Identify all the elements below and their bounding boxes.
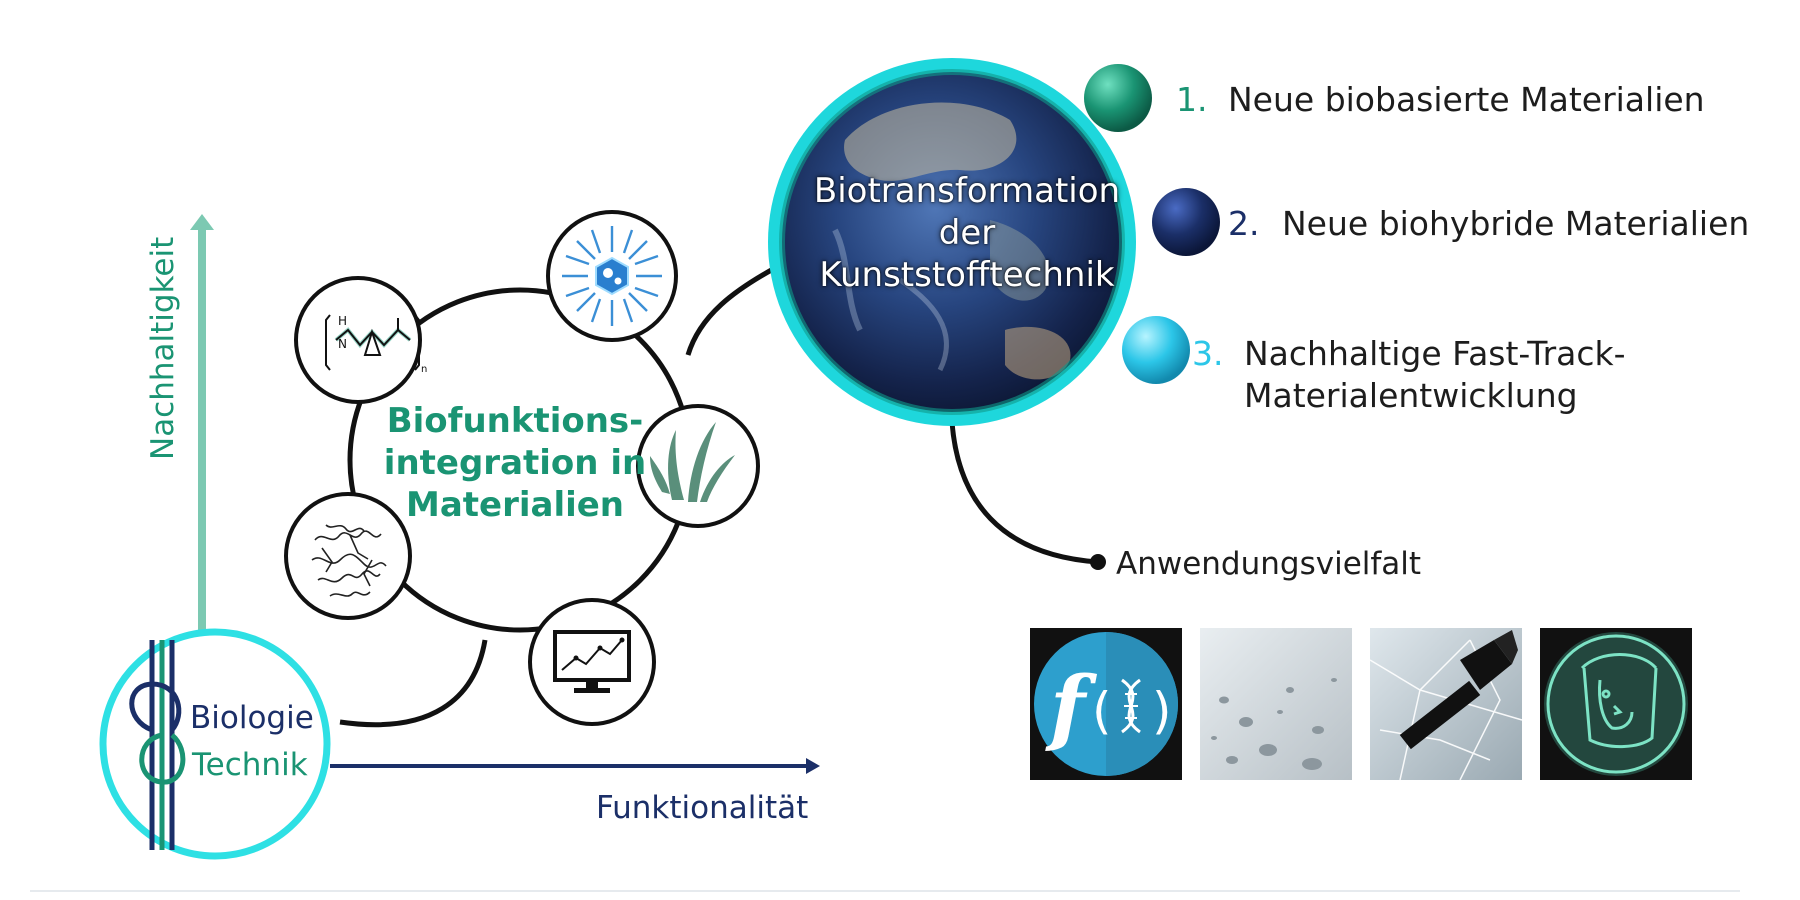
globe: [768, 58, 1136, 426]
svg-text:): ): [1152, 682, 1172, 740]
item-3-text-line-2: Materialentwicklung: [1244, 376, 1578, 415]
enzyme-gear-icon: [562, 226, 662, 326]
application-tile-face-shield: [1540, 628, 1692, 780]
application-label: Anwendungsvielfalt: [1116, 546, 1421, 582]
satellite-monitor: [528, 598, 656, 726]
globe-title-line-1: Biotransformation: [813, 171, 1121, 211]
knot-circle: [99, 628, 331, 860]
connector-globe-to-applications: [949, 421, 1099, 565]
x-axis-arrow: [330, 758, 820, 774]
grass-icon: [650, 422, 735, 502]
svg-text:N: N: [338, 337, 347, 351]
satellite-protein: [284, 492, 412, 620]
center-title-line-3: Materialien: [405, 485, 625, 525]
satellite-polymer: H N n: [294, 276, 427, 404]
satellite-enzyme: [546, 210, 678, 342]
hammer-icon: [1399, 630, 1518, 750]
protein-structure-icon: [311, 524, 387, 597]
application-tile-hammer-glass: [1369, 628, 1523, 781]
knot-label-biologie: Biologie: [190, 700, 314, 736]
y-axis-label: Nachhaltigkeit: [145, 237, 181, 460]
face-shield-icon: [1580, 653, 1658, 749]
satellite-grass: [636, 404, 760, 528]
globe-title: Biotransformation der Kunststofftechnik: [782, 170, 1152, 296]
svg-text:(: (: [1092, 682, 1112, 740]
bottom-divider: [30, 890, 1740, 892]
svg-text:H: H: [338, 314, 347, 328]
application-bullet: [1090, 554, 1106, 570]
globe-title-line-3: Kunststofftechnik: [819, 255, 1115, 295]
y-axis-arrow: [190, 214, 214, 668]
monitor-chart-icon: [553, 630, 631, 693]
application-tile-water-droplets: [1200, 628, 1352, 780]
knot-icon: [129, 640, 186, 850]
connector-circle-to-globe: [685, 265, 777, 356]
item-3-ball: [1122, 316, 1190, 384]
item-3-text-line-1: Nachhaltige Fast-Track-: [1244, 334, 1626, 373]
center-title-line-1: Biofunktions-: [386, 401, 644, 441]
x-axis-label: Funktionalität: [596, 790, 808, 826]
item-1-ball: [1084, 64, 1152, 132]
globe-title-line-2: der: [938, 213, 996, 253]
center-circle-title: Biofunktions- integration in Materialien: [350, 400, 680, 526]
item-2-number: 2.: [1228, 204, 1260, 243]
item-2-text: Neue biohybride Materialien: [1282, 204, 1750, 243]
water-droplets-icon: [1211, 678, 1337, 770]
svg-text:n: n: [421, 364, 427, 375]
item-1-text: Neue biobasierte Materialien: [1228, 80, 1705, 119]
center-title-line-2: integration in: [383, 443, 647, 483]
connector-knot-to-circle: [339, 639, 488, 728]
item-1-number: 1.: [1176, 80, 1208, 119]
polymer-structure-icon: H N n: [325, 314, 427, 375]
item-3-number: 3.: [1192, 334, 1224, 373]
application-tile-function-dna: f ( ): [1030, 628, 1182, 780]
knot-label-technik: Technik: [191, 747, 308, 783]
item-2-ball: [1152, 188, 1220, 256]
